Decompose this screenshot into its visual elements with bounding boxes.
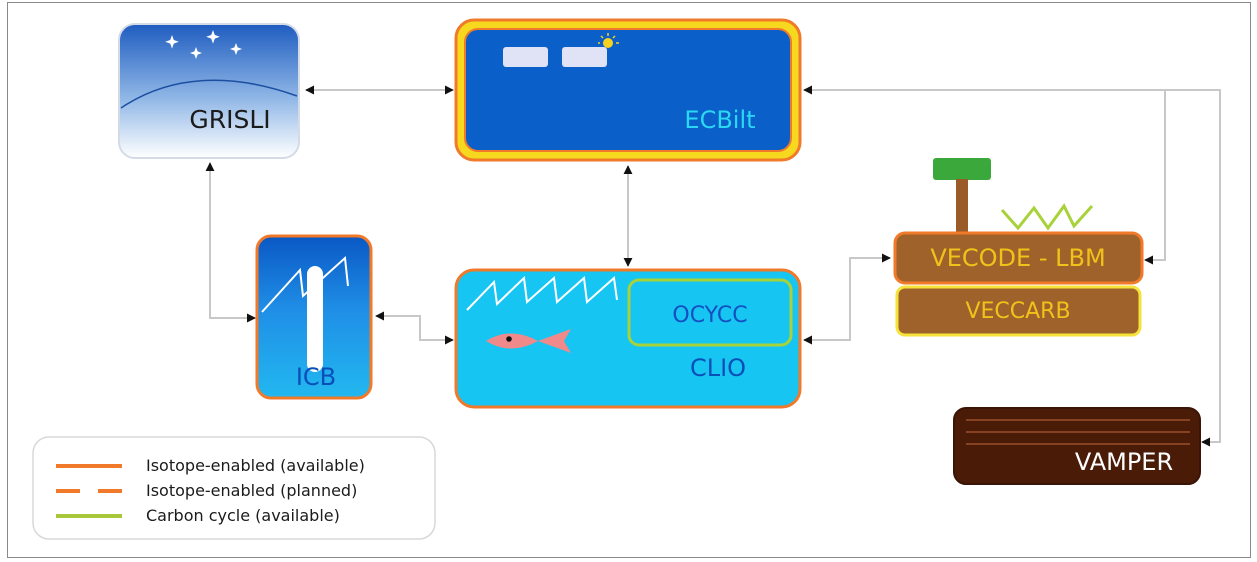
wave-lines	[466, 275, 618, 311]
ocycc-submodule[interactable]	[627, 278, 793, 347]
sun-icon	[598, 33, 619, 48]
ocycc-label: OCYCC	[672, 303, 747, 328]
icb-module[interactable]: ICB	[255, 234, 373, 400]
legend-label: Isotope-enabled (planned)	[146, 481, 357, 500]
tree-icon	[933, 158, 991, 233]
legend-label: Isotope-enabled (available)	[146, 456, 365, 475]
icb-label: ICB	[296, 363, 336, 391]
iceberg-icon	[307, 266, 323, 372]
fish-icon	[486, 329, 571, 353]
wave-lines	[261, 255, 349, 313]
clio-module[interactable]: OCYCC CLIO	[454, 268, 802, 409]
vegetation-icons	[933, 158, 1094, 233]
legend: Isotope-enabled (available) Isotope-enab…	[32, 436, 436, 540]
grisli-label: GRISLI	[189, 105, 270, 134]
connector-veg-clio	[803, 253, 891, 345]
ecbilt-module[interactable]: ECBilt	[454, 18, 802, 162]
vamper-label: VAMPER	[1075, 448, 1173, 476]
grass-icon	[1000, 203, 1094, 231]
soil-layer-lines	[966, 419, 1190, 445]
veccarb-module[interactable]: VECCARB	[895, 285, 1142, 337]
ecbilt-label: ECBilt	[684, 106, 755, 134]
legend-label: Carbon cycle (available)	[146, 506, 340, 525]
connector-grisli-icb	[205, 162, 256, 323]
vecode-lbm-label: VECODE - LBM	[930, 244, 1105, 272]
connectors	[205, 85, 1221, 447]
cloud-icon	[562, 47, 607, 67]
stars-icon	[165, 30, 242, 59]
connector-ecbilt-vamper	[803, 85, 1221, 447]
connector-icb-clio	[375, 311, 454, 345]
connector-ecbilt-vecode	[1144, 90, 1166, 265]
vamper-module[interactable]: VAMPER	[953, 407, 1201, 485]
cloud-icon	[503, 47, 548, 67]
veccarb-label: VECCARB	[965, 299, 1070, 324]
ice-sheet-profile	[120, 79, 298, 109]
clio-label: CLIO	[690, 354, 746, 382]
grisli-module[interactable]: GRISLI	[118, 23, 300, 159]
vecode-lbm-module[interactable]: VECODE - LBM	[893, 231, 1144, 285]
